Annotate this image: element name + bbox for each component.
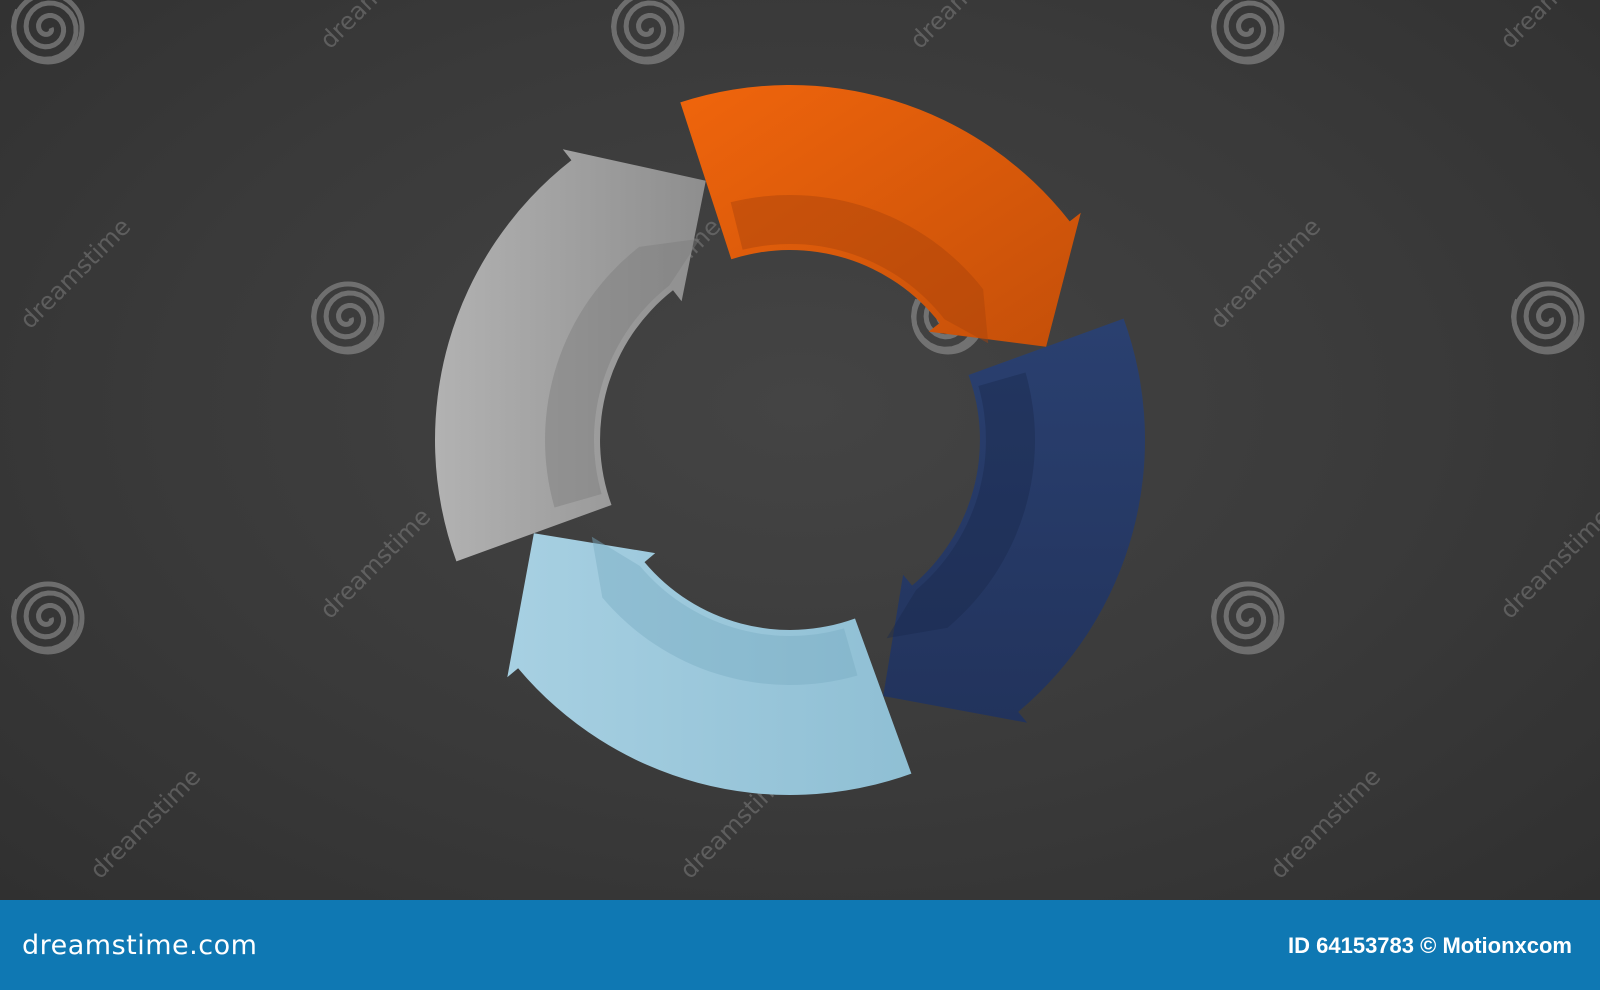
footer-bar: dreamstime.com ID 64153783 © Motionxcom xyxy=(0,900,1600,990)
footer-image-credit: ID 64153783 © Motionxcom xyxy=(1288,933,1572,958)
watermark-word: dreamstime xyxy=(314,503,436,625)
watermark-word: dreamstime xyxy=(314,0,436,54)
watermark-word: dreamstime xyxy=(1494,503,1600,625)
watermark-spiral xyxy=(10,590,79,652)
cycle-arrow-light-blue-shade xyxy=(591,536,858,685)
watermark-word: dreamstime xyxy=(84,763,206,885)
watermark-spiral xyxy=(1510,290,1579,352)
cycle-diagram: dreamstime dreamstime dreamstime dreamstime… xyxy=(10,0,1600,885)
footer-site-name: dreamstime.com xyxy=(22,930,258,961)
watermark-word: dreamstime xyxy=(1204,213,1326,335)
cycle-arrow-orange xyxy=(680,85,1081,347)
cycle-arrow-light-blue xyxy=(507,533,912,795)
watermark-spiral xyxy=(1210,590,1279,652)
watermark-spiral xyxy=(10,0,79,62)
cycle-arrow-gray xyxy=(435,149,706,562)
watermark-word: dreamstime xyxy=(1264,763,1386,885)
watermark-word: dreamstime xyxy=(1494,0,1600,54)
diagram-canvas: dreamstime dreamstime dreamstime dreamstime… xyxy=(0,0,1600,900)
cycle-arrow-navy xyxy=(883,318,1145,723)
watermark-word: dreamstime xyxy=(14,213,136,335)
watermark-spiral xyxy=(610,0,679,62)
cycle-arrow-orange-shade xyxy=(730,195,989,344)
watermark-spiral xyxy=(1210,0,1279,62)
watermark-word: dreamstime xyxy=(904,0,1026,54)
cycle-arrows xyxy=(435,85,1145,795)
watermark-spiral xyxy=(310,290,379,352)
cycle-arrow-navy-shade xyxy=(886,372,1035,639)
cycle-arrow-gray-shade xyxy=(545,238,701,508)
